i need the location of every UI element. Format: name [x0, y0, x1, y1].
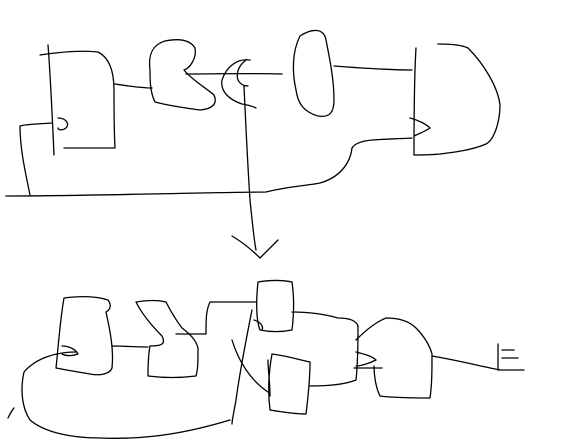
bottom-vertical-wire	[232, 310, 252, 424]
top-bottom-bus	[6, 138, 412, 196]
top-feedback-wire	[20, 123, 52, 195]
top-gate-4	[293, 30, 334, 116]
top-gate-1-bubble	[58, 118, 68, 130]
bottom-left-tick	[8, 408, 14, 418]
bottom-gate-a	[56, 297, 113, 375]
top-left-input-line	[48, 45, 54, 155]
top-gate-5-bubble	[410, 118, 430, 136]
bottom-gate-g-bubble	[356, 352, 376, 366]
bottom-output-wire	[432, 356, 500, 370]
top-gate-2	[150, 40, 216, 110]
bottom-gate-a-bubble	[62, 346, 78, 356]
top-wire-1-2	[115, 84, 152, 88]
bottom-gate-g	[356, 318, 432, 398]
bottom-feedback-loop	[22, 352, 230, 438]
bottom-wire-a-b	[112, 346, 148, 347]
bottom-gate-f	[310, 326, 358, 386]
bottom-circuit	[8, 281, 524, 439]
top-gate-5-body	[414, 44, 500, 155]
bottom-gate-c	[176, 302, 256, 334]
bottom-output-terminal	[498, 344, 524, 370]
bottom-diagonal-wire	[232, 340, 268, 392]
top-circuit	[6, 30, 500, 258]
bottom-wire-d-f	[292, 312, 358, 326]
bottom-gate-d	[257, 281, 294, 332]
top-gate-3-outer	[222, 60, 256, 108]
bottom-gate-e	[269, 354, 310, 414]
bottom-gate-b	[136, 301, 198, 378]
top-wire-4-5	[334, 66, 412, 70]
top-output-wire	[244, 86, 256, 250]
top-gate-5-back	[414, 48, 416, 155]
